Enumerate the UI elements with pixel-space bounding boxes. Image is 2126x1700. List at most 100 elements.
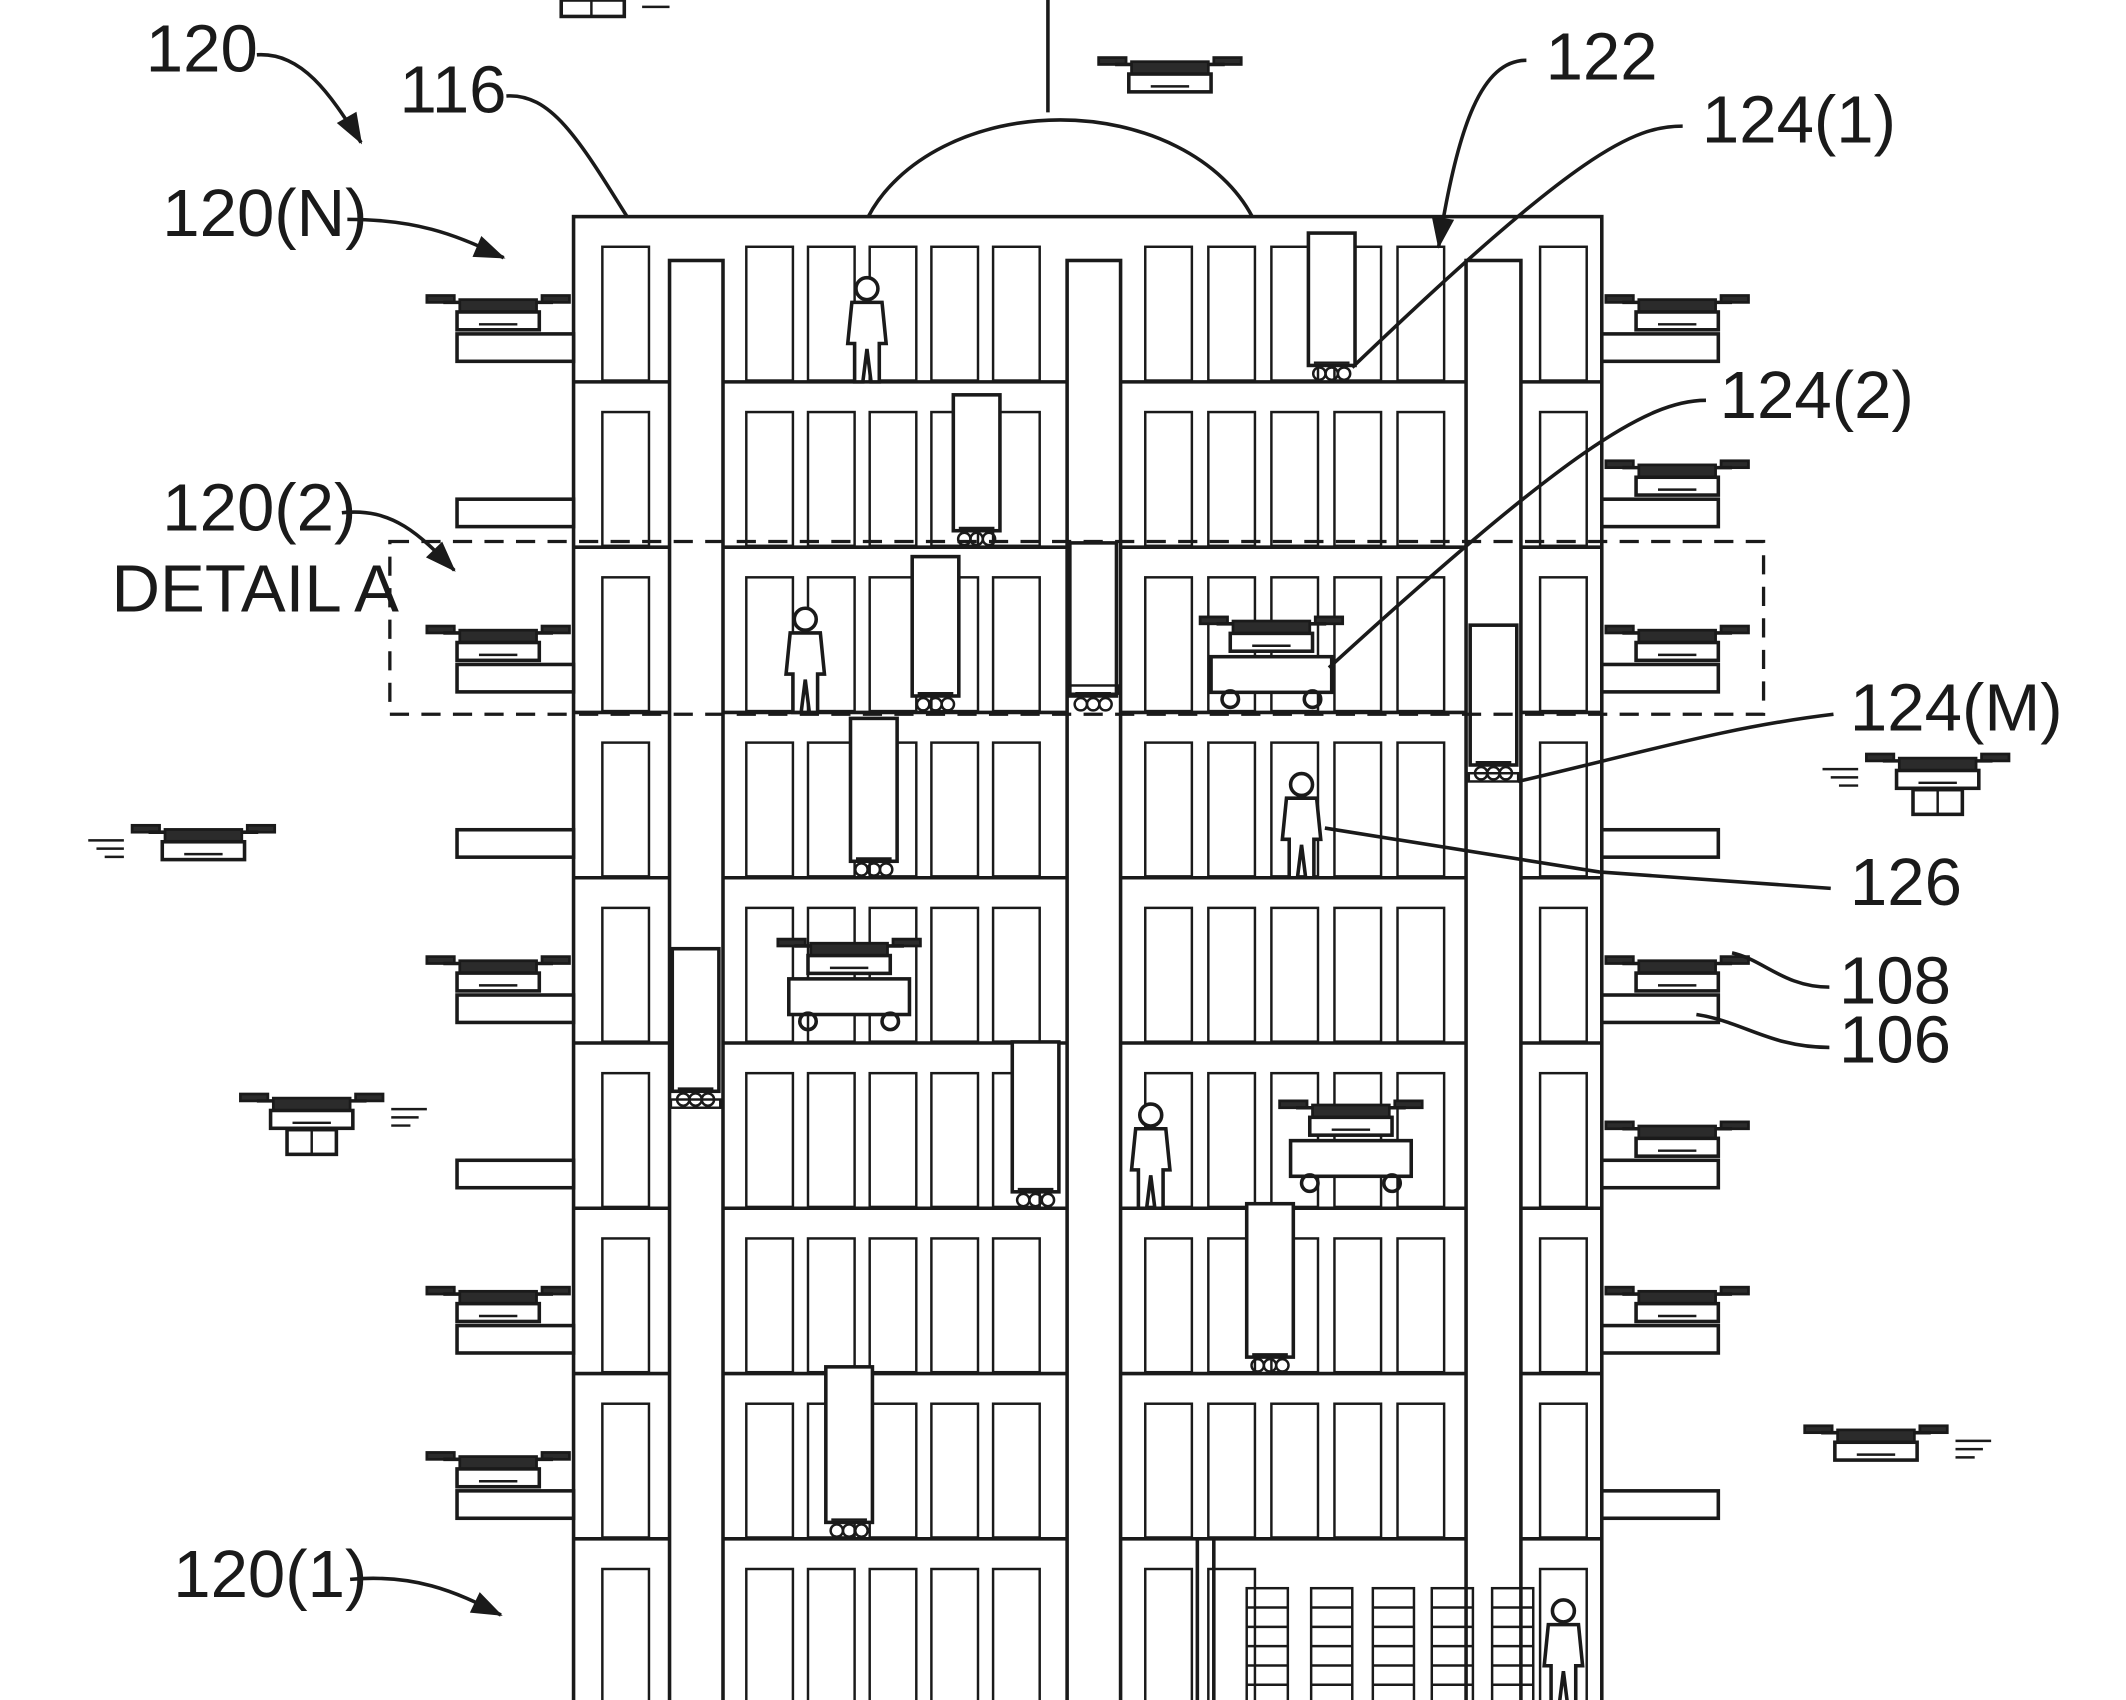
- window: [1396, 245, 1446, 382]
- rotor: [1313, 615, 1345, 626]
- leader-elevator: [1436, 58, 1527, 248]
- window: [991, 1237, 1041, 1374]
- window: [1207, 741, 1257, 878]
- lift-platform: [1467, 771, 1520, 783]
- label-level-2: 120(2): [162, 471, 356, 546]
- window: [806, 1071, 856, 1209]
- uav-icon: [425, 624, 571, 663]
- window: [1270, 906, 1320, 1043]
- windows: [601, 245, 1588, 1700]
- robot-icon: [1306, 231, 1357, 382]
- uav-icon: [1604, 459, 1750, 497]
- window: [1538, 741, 1588, 878]
- person-icon: [1129, 1102, 1172, 1211]
- window: [1538, 1567, 1588, 1700]
- uav-frame: [1634, 1136, 1721, 1158]
- rotor: [1198, 615, 1229, 626]
- building-structure: [559, 0, 1604, 1700]
- uav-frame: [455, 640, 542, 663]
- landing-pad: [1600, 332, 1721, 364]
- wheel: [1274, 1357, 1290, 1373]
- rotor: [1719, 624, 1750, 635]
- window: [1333, 906, 1383, 1043]
- rotor: [425, 955, 456, 965]
- uav-body: [1130, 60, 1210, 76]
- rotor: [1278, 1099, 1309, 1110]
- uav-frame: [1634, 971, 1721, 993]
- person-head: [854, 275, 880, 302]
- robots: [669, 231, 1520, 1539]
- leader-robot-1: [1351, 124, 1683, 369]
- wheel: [969, 531, 985, 547]
- leader-robot-m: [1517, 712, 1834, 784]
- window: [745, 741, 795, 878]
- person-head: [1550, 1598, 1577, 1624]
- uav-frame: [1833, 1440, 1919, 1462]
- window: [1396, 576, 1446, 713]
- window: [1396, 1237, 1446, 1374]
- rotor: [1604, 624, 1635, 635]
- window: [1538, 1402, 1588, 1539]
- window: [1396, 410, 1446, 548]
- uav-body: [1311, 1103, 1391, 1119]
- uav-body: [809, 941, 889, 957]
- leader-roof: [506, 94, 629, 218]
- rotor: [1604, 955, 1635, 965]
- uav-icon: [425, 294, 571, 332]
- lift-platform: [669, 1098, 722, 1109]
- uav-frame: [455, 1301, 542, 1324]
- shelf-unit: [1309, 1586, 1354, 1700]
- window: [806, 245, 856, 382]
- label-uav: 108: [1839, 944, 1951, 1019]
- uav-icon: [1604, 1285, 1750, 1324]
- shaft-3: [1464, 258, 1523, 1700]
- rotor: [540, 1451, 571, 1461]
- rotor: [540, 294, 571, 304]
- wheel: [854, 1523, 869, 1539]
- robot-icon: [670, 946, 721, 1107]
- rotor: [1865, 752, 1896, 763]
- shelf-unit: [1245, 1586, 1290, 1700]
- robot-icon: [1244, 1201, 1296, 1373]
- rotor: [776, 937, 807, 948]
- window: [868, 410, 918, 548]
- window: [601, 1402, 651, 1539]
- window: [868, 1071, 918, 1209]
- window: [745, 1567, 795, 1700]
- window: [991, 906, 1041, 1043]
- uav-body: [458, 1455, 538, 1471]
- robot-body: [951, 393, 1002, 533]
- arrowhead: [1431, 216, 1455, 249]
- rotor: [130, 823, 161, 834]
- uav-icon: [239, 1092, 427, 1157]
- robot-body: [910, 554, 961, 698]
- arrowhead: [425, 541, 456, 572]
- window: [1538, 1237, 1588, 1374]
- window: [1207, 1071, 1257, 1209]
- person-icon: [1542, 1598, 1585, 1700]
- wheel: [1098, 696, 1113, 712]
- wheel: [1324, 366, 1340, 382]
- uav-icon: [88, 823, 277, 862]
- window: [806, 741, 856, 878]
- window: [745, 1402, 795, 1539]
- uav-frame: [1634, 310, 1721, 332]
- window: [1538, 1071, 1588, 1209]
- uav-icon: [1278, 1099, 1424, 1137]
- rotor: [425, 1285, 456, 1296]
- window: [745, 245, 795, 382]
- window: [745, 576, 795, 713]
- landing-pad: [455, 827, 576, 859]
- uav-icon: [1097, 56, 1243, 94]
- person-icon: [845, 275, 889, 384]
- rotor: [1393, 1099, 1424, 1110]
- rotor: [1719, 459, 1750, 470]
- wheel: [940, 696, 956, 712]
- label-robot-1: 124(1): [1702, 83, 1896, 158]
- uav-body: [1637, 298, 1717, 314]
- uav-frame: [1634, 1301, 1721, 1324]
- rotor: [239, 1092, 270, 1103]
- shaft-2: [1065, 258, 1123, 1700]
- wheel: [1220, 689, 1241, 710]
